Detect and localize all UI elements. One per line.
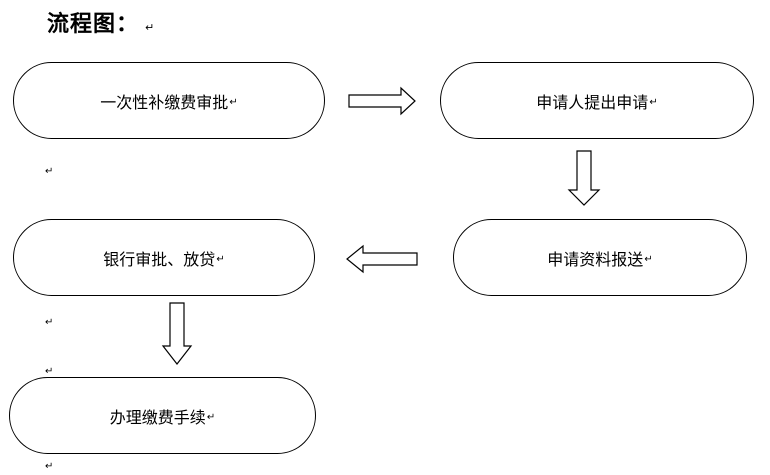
diagram-title: 流程图： ↵ — [47, 6, 155, 38]
paragraph-mark: ↵ — [145, 21, 156, 34]
node-label: 办理缴费手续 — [109, 407, 206, 427]
title-text: 流程图： — [47, 12, 140, 37]
node-application-materials-submitted: 申请资料报送↵ — [453, 219, 747, 296]
paragraph-mark: ↵ — [206, 412, 216, 423]
paragraph-mark: ↵ — [644, 254, 653, 265]
paragraph-mark: ↵ — [45, 366, 54, 377]
node-bank-approval-loan: 银行审批、放贷↵ — [13, 219, 315, 296]
paragraph-mark: ↵ — [45, 317, 54, 328]
arrow-left-n3-n4 — [346, 244, 418, 274]
node-applicant-submits: 申请人提出申请↵ — [440, 62, 754, 139]
paragraph-mark: ↵ — [45, 166, 54, 177]
arrow-right-n1-n2 — [348, 86, 416, 116]
arrow-down-n2-n3 — [567, 150, 601, 206]
paragraph-mark: ↵ — [649, 97, 658, 108]
node-label: 银行审批、放贷 — [103, 249, 216, 269]
paragraph-mark: ↵ — [216, 254, 225, 265]
node-label: 一次性补缴费审批 — [100, 92, 229, 112]
node-label: 申请资料报送 — [547, 249, 644, 269]
paragraph-mark: ↵ — [229, 97, 238, 108]
node-payment-procedures: 办理缴费手续↵ — [9, 377, 316, 454]
node-label: 申请人提出申请 — [536, 92, 649, 112]
arrow-down-n4-n5 — [161, 302, 193, 365]
paragraph-mark: ↵ — [45, 461, 54, 472]
node-supplementary-payment-approval: 一次性补缴费审批↵ — [13, 62, 325, 139]
